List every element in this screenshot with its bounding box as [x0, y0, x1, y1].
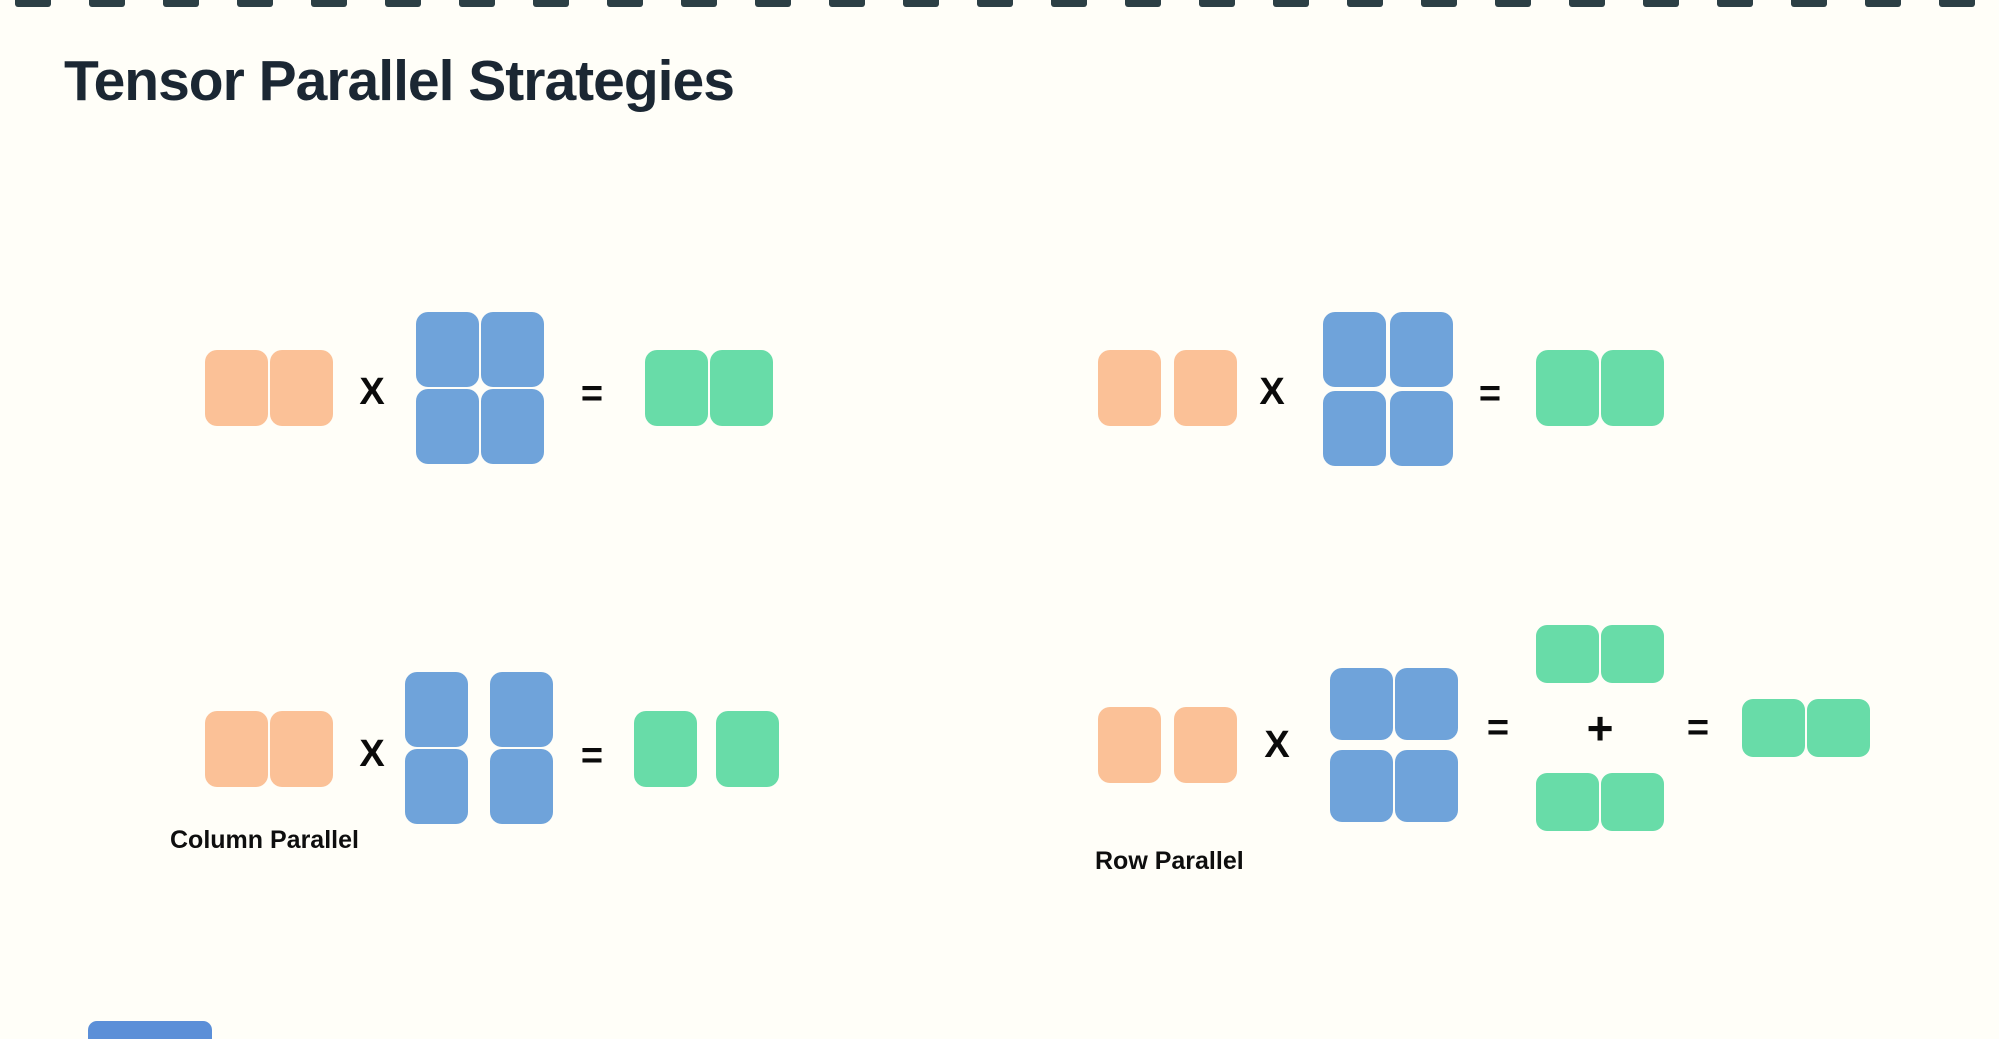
multiply-operator: X	[1259, 371, 1285, 413]
top-edge-tile	[1643, 0, 1679, 7]
top-edge-tile	[1051, 0, 1087, 7]
output-vector	[645, 350, 773, 426]
weight-matrix	[416, 312, 544, 464]
top-edge-tile	[1865, 0, 1901, 7]
output-cell	[634, 711, 697, 787]
top-edge-tile	[1273, 0, 1309, 7]
weight-matrix	[1323, 312, 1453, 466]
activation-cell	[270, 711, 333, 787]
equals-operator: =	[580, 735, 604, 777]
partial-sum-cell	[1601, 625, 1664, 683]
output-vector	[1742, 699, 1870, 757]
top-edge-tile	[755, 0, 791, 7]
partial-sum-cell	[1536, 773, 1599, 831]
activation-vector	[1098, 350, 1237, 426]
activation-vector	[205, 350, 333, 426]
top-edge-tile	[1421, 0, 1457, 7]
top-edge-tile	[1125, 0, 1161, 7]
partial-sum-cell	[1601, 773, 1664, 831]
partial-sum-stack: +	[1536, 625, 1664, 831]
weight-cell	[490, 672, 553, 747]
top-edge-tile	[89, 0, 125, 7]
partial-sum-vector	[1536, 773, 1664, 831]
column-parallel-label: Column Parallel	[170, 826, 359, 854]
output-cell	[716, 711, 779, 787]
top-edge-tile	[903, 0, 939, 7]
weight-matrix-row-split	[1330, 668, 1458, 822]
top-edge-tile	[237, 0, 273, 7]
output-cell	[1742, 699, 1805, 757]
plus-operator: +	[1586, 702, 1614, 754]
top-edge-tile	[1717, 0, 1753, 7]
weight-cell	[1330, 668, 1393, 740]
activation-vector	[1098, 707, 1237, 783]
top-edge-tile	[977, 0, 1013, 7]
activation-cell	[1098, 350, 1161, 426]
output-vector	[1536, 350, 1664, 426]
output-vector-sharded	[634, 711, 779, 787]
weight-cell	[1395, 750, 1458, 822]
top-edge-tile	[15, 0, 51, 7]
activation-cell	[1174, 707, 1237, 783]
output-cell	[645, 350, 708, 426]
weight-cell	[1323, 312, 1386, 387]
equals-operator: =	[1686, 707, 1710, 749]
weight-cell	[1330, 750, 1393, 822]
equals-operator: =	[1478, 373, 1502, 415]
top-edge-tile	[1347, 0, 1383, 7]
diagram-matmul-top-left: X =	[205, 312, 773, 464]
activation-cell	[1174, 350, 1237, 426]
equals-operator: =	[1486, 707, 1510, 749]
diagram-column-parallel: X =	[205, 672, 785, 824]
weight-cell	[416, 389, 479, 464]
weight-cell	[416, 312, 479, 387]
partial-sum-cell	[1536, 625, 1599, 683]
top-edge-tile	[1199, 0, 1235, 7]
top-edge-tile	[829, 0, 865, 7]
activation-cell	[270, 350, 333, 426]
output-cell	[710, 350, 773, 426]
activation-cell	[1098, 707, 1161, 783]
weight-matrix-column-split	[405, 672, 553, 824]
top-edge-tile	[533, 0, 569, 7]
equals-operator: =	[580, 373, 604, 415]
top-edge-tile	[607, 0, 643, 7]
activation-cell	[205, 711, 268, 787]
weight-cell	[481, 389, 544, 464]
multiply-operator: X	[359, 371, 385, 413]
partial-sum-vector	[1536, 625, 1664, 683]
top-edge-tile	[1569, 0, 1605, 7]
top-edge-tile	[311, 0, 347, 7]
weight-cell	[405, 749, 468, 824]
activation-cell	[205, 350, 268, 426]
activation-vector	[205, 711, 333, 787]
top-edge-tile	[681, 0, 717, 7]
weight-cell	[1395, 668, 1458, 740]
output-cell	[1536, 350, 1599, 426]
weight-cell	[481, 312, 544, 387]
page-title: Tensor Parallel Strategies	[64, 49, 735, 113]
top-edge-tile	[1495, 0, 1531, 7]
weight-cell	[1390, 312, 1453, 387]
diagram-matmul-top-right: X =	[1098, 312, 1665, 466]
bottom-edge-pill	[88, 1021, 212, 1039]
top-edge-tile	[1939, 0, 1975, 7]
multiply-operator: X	[359, 733, 385, 775]
weight-cell	[490, 749, 553, 824]
multiply-operator: X	[1264, 724, 1290, 766]
output-cell	[1807, 699, 1870, 757]
weight-cell	[405, 672, 468, 747]
top-edge-tile	[459, 0, 495, 7]
top-edge-tile	[1791, 0, 1827, 7]
weight-cell	[1390, 391, 1453, 466]
row-parallel-label: Row Parallel	[1095, 847, 1244, 875]
top-edge-tile	[385, 0, 421, 7]
diagram-row-parallel: X = + =	[1098, 600, 1888, 860]
weight-cell	[1323, 391, 1386, 466]
output-cell	[1601, 350, 1664, 426]
top-edge-tile	[163, 0, 199, 7]
